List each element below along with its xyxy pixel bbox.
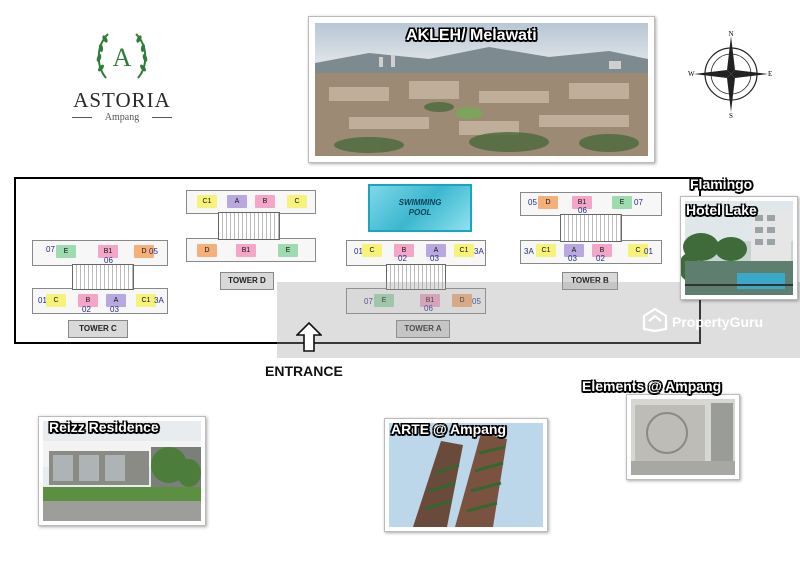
compass-e: E (768, 70, 772, 78)
elements-building-image (631, 399, 735, 475)
elements-photo (626, 394, 740, 480)
compass-rose-icon: N S W E (688, 30, 772, 118)
brand-divider-left (72, 117, 92, 118)
flamingo-lake-image (681, 201, 793, 295)
entrance-label: ENTRANCE (265, 363, 343, 379)
tower-b-plan: 05 D B1 06 E 07 3A C1 A 03 B 02 C 01 TOW… (516, 188, 666, 292)
tower-c-plan: 07 E B1 06 D 05 01 C B 02 A 03 C1 3A TOW… (24, 232, 174, 342)
compass-n: N (728, 30, 733, 38)
akleh-label: AKLEH/ Melawati (406, 27, 537, 44)
tower-a-plan: 01 C B 02 A 03 C1 3A 07 E B1 06 D 05 TOW… (340, 234, 490, 342)
elements-label: Elements @ Ampang (582, 378, 722, 394)
brand-name: ASTORIA (73, 88, 171, 112)
akleh-photo: AKLEH/ Melawati (308, 16, 655, 163)
brand-divider-right (152, 117, 172, 118)
entrance-arrow-icon (296, 322, 322, 352)
reizz-building-image (43, 421, 201, 521)
propertyguru-logo-icon (642, 307, 668, 333)
emblem-letter: A (113, 43, 132, 72)
reizz-photo: Reizz Residence (38, 416, 206, 526)
akleh-city-image (315, 23, 648, 156)
arte-label: ARTE @ Ampang (391, 421, 507, 437)
tower-d-label: TOWER D (220, 272, 274, 290)
tower-d-plan: C1 A B C D B1 E TOWER D (180, 188, 320, 290)
swimming-pool: SWIMMING POOL (368, 184, 472, 232)
astoria-logo: A ASTORIA Ampang (62, 28, 182, 128)
reizz-label: Reizz Residence (49, 419, 159, 435)
flamingo-title-line1: Flamingo (690, 176, 753, 192)
pool-label-line2: POOL (408, 208, 432, 217)
laurel-emblem-icon: A (96, 33, 148, 79)
compass-s: S (729, 112, 733, 118)
brand-location: Ampang (104, 112, 140, 123)
arte-towers-image (389, 423, 543, 527)
watermark-text: PropertyGuru (672, 314, 764, 330)
tower-c-label: TOWER C (68, 320, 128, 338)
flamingo-photo (680, 196, 798, 300)
tower-a-label: TOWER A (396, 320, 450, 338)
pool-label-line1: SWIMMING (398, 198, 442, 207)
tower-b-label: TOWER B (562, 272, 618, 290)
compass-w: W (688, 70, 695, 78)
flamingo-title-line2: Hotel Lake (686, 202, 757, 218)
arte-photo: ARTE @ Ampang (384, 418, 548, 532)
